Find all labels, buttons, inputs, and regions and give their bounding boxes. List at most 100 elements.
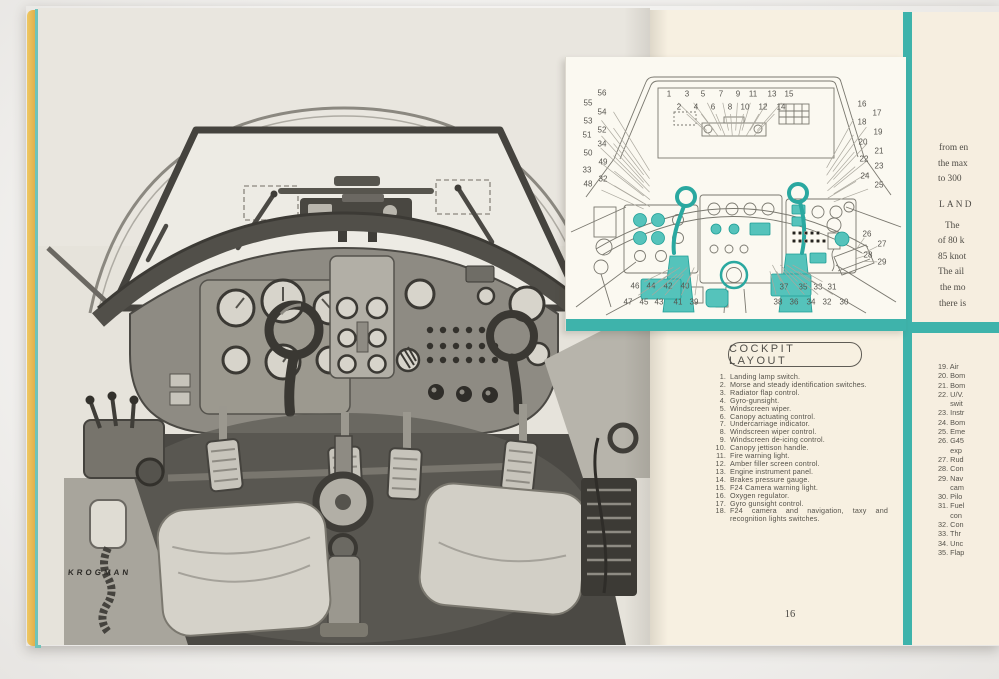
callout-number: 24	[861, 172, 870, 181]
callout-number: 36	[790, 298, 799, 307]
callout-number: 13	[768, 90, 777, 99]
leader-line	[797, 270, 833, 295]
leader-line	[638, 273, 671, 296]
legend-item-number: 11.	[716, 451, 726, 461]
callout-number: 25	[875, 181, 884, 190]
callout-number: 16	[858, 100, 867, 109]
leader-line	[855, 237, 865, 250]
callout-number: 31	[828, 283, 837, 292]
leader-line	[601, 163, 644, 197]
leader-line	[756, 102, 782, 131]
leader-line	[735, 102, 738, 131]
callout-number: 27	[878, 240, 887, 249]
leader-line	[601, 120, 644, 176]
legend-item-text: Windscreen wiper.	[730, 403, 792, 413]
teal-band-inset	[566, 319, 906, 331]
legend-item: 10.Canopy jettison handle.	[712, 444, 888, 452]
section-title-box: COCKPIT LAYOUT	[728, 342, 862, 367]
legend-item-number: 6.	[719, 411, 726, 421]
legend-item-number: 15.	[715, 482, 726, 492]
callout-number: 19	[874, 128, 883, 137]
leader-line	[792, 264, 823, 282]
leader-line	[707, 102, 722, 131]
legend-item: 12.Amber filler screen control.	[712, 460, 888, 468]
legend-item: 1.Landing lamp switch.	[712, 373, 888, 381]
leader-line	[614, 170, 651, 200]
callout-number: 45	[640, 298, 649, 307]
callout-number: 33	[583, 166, 592, 175]
callout-number: 21	[875, 147, 884, 156]
leader-line	[741, 102, 751, 131]
legend-item-number: 2.	[719, 379, 726, 389]
legend-item-number: 16.	[715, 490, 726, 500]
callout-number: 55	[584, 99, 593, 108]
legend-item-truncated: 32. Con	[938, 520, 964, 530]
callout-number: 51	[583, 131, 592, 140]
callout-number: 35	[799, 283, 808, 292]
leader-line	[686, 113, 712, 137]
callout-number: 20	[859, 138, 868, 147]
callout-number: 40	[681, 282, 690, 291]
paragraph-line-truncated: 85 knot	[938, 252, 967, 262]
callout-number: 32	[823, 298, 832, 307]
leader-line	[677, 102, 707, 131]
legend-item-text: F24 Camera warning light.	[730, 482, 819, 492]
callout-number: 30	[840, 298, 849, 307]
leader-line	[701, 113, 719, 137]
legend-item-number: 1.	[719, 372, 726, 381]
legend-item-text: Gyro gunsight control.	[730, 498, 804, 508]
leader-line	[686, 267, 695, 282]
callout-number: 54	[598, 108, 607, 117]
legend-item-text: F24 camera and navigation, taxy and reco…	[730, 506, 888, 524]
callout-number: 22	[860, 155, 869, 164]
callout-number: 33	[814, 283, 823, 292]
leader-line	[749, 102, 767, 131]
callout-number: 43	[655, 298, 664, 307]
leader-line	[722, 102, 729, 131]
paragraph-line-truncated: the mo	[940, 283, 966, 293]
leader-line	[672, 267, 688, 282]
legend-item-truncated: 19. Air	[938, 362, 959, 371]
legend-item-number: 12.	[715, 458, 726, 468]
leader-line	[601, 189, 644, 210]
leader-line	[826, 119, 854, 168]
leader-line	[613, 155, 650, 193]
callout-number: 17	[873, 109, 882, 118]
legend-item-text: Oxygen regulator.	[730, 490, 790, 500]
callout-number: 34	[598, 140, 607, 149]
callout-number: 28	[864, 251, 873, 260]
legend-item: 2.Morse and steady identification switch…	[712, 381, 888, 389]
legend-item: 11.Fire warning light.	[712, 452, 888, 460]
callout-number: 4	[694, 103, 699, 112]
legend-item-truncated: 25. Eme	[938, 427, 966, 437]
legend-item-text: Engine instrument panel.	[730, 466, 814, 476]
leader-line	[613, 127, 650, 179]
leader-line	[786, 264, 811, 282]
legend-item-number: 14.	[715, 474, 726, 484]
leader-line	[613, 111, 650, 171]
leader-line	[833, 159, 869, 188]
leader-line	[694, 274, 699, 296]
callout-number: 18	[858, 118, 867, 127]
legend-item-truncated: cam	[938, 482, 964, 492]
legend-item-truncated: 35. Flap	[938, 547, 965, 557]
callout-number: 39	[690, 298, 699, 307]
leader-line	[832, 126, 867, 172]
callout-number: 41	[674, 298, 683, 307]
artist-signature: KROGMAN	[67, 568, 132, 577]
leader-line	[614, 185, 651, 208]
legend-item: 3.Radiator flap control.	[712, 388, 888, 397]
callout-number: 26	[863, 230, 872, 239]
legend-item-number: 5.	[719, 403, 726, 413]
paragraph-line-truncated: there is	[939, 299, 967, 309]
legend-item-text: Windscreen wiper control.	[730, 427, 817, 437]
legend-item-truncated: 30. Pilo	[938, 492, 963, 502]
left-page: KROGMAN	[38, 8, 650, 645]
callout-number: 5	[701, 90, 706, 99]
leader-line	[783, 271, 805, 295]
callout-number: 8	[728, 103, 733, 112]
callout-number: 50	[584, 149, 593, 158]
